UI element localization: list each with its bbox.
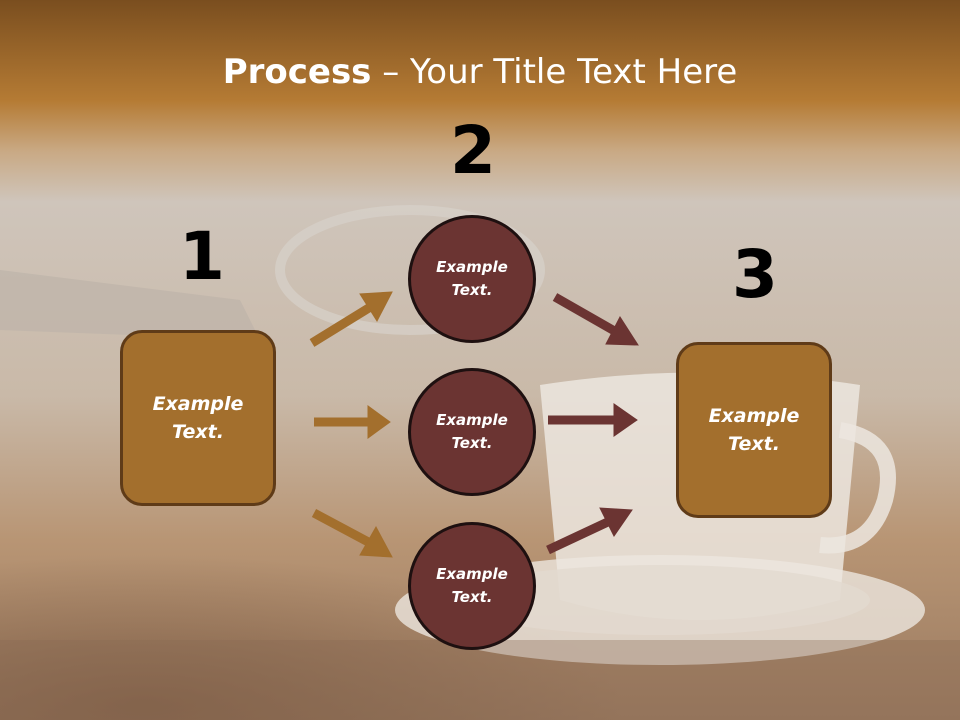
step-number-3: 3 [732, 236, 778, 313]
arrow-left-down [311, 509, 393, 558]
circle-top[interactable]: Example Text. [408, 215, 536, 343]
title-rest: – Your Title Text Here [371, 52, 738, 92]
circle-middle[interactable]: Example Text. [408, 368, 536, 496]
arrow-right-up [546, 507, 633, 555]
step-number-2: 2 [450, 112, 496, 189]
arrow-left-up [309, 291, 393, 347]
slide-title: Process – Your Title Text Here [0, 52, 960, 92]
arrow-right-down [552, 293, 639, 346]
arrow-left-middle [314, 405, 391, 439]
left-box-label: Example Text. [152, 392, 244, 444]
step-number-1: 1 [179, 218, 225, 295]
circle-bottom-label: Example Text. [436, 564, 508, 606]
right-text-box[interactable]: Example Text. [676, 342, 832, 518]
circle-middle-label: Example Text. [436, 410, 508, 452]
circle-bottom[interactable]: Example Text. [408, 522, 536, 650]
arrow-right-middle [548, 403, 638, 437]
right-box-label: Example Text. [708, 404, 800, 456]
left-text-box[interactable]: Example Text. [120, 330, 276, 506]
title-bold: Process [222, 52, 372, 92]
circle-top-label: Example Text. [436, 257, 508, 299]
